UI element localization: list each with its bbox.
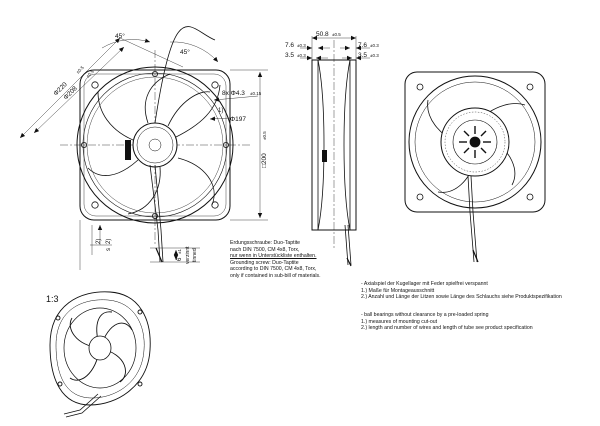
holes-tol: ±0.15 xyxy=(250,91,262,96)
notes-english: - ball bearings without clearance by a p… xyxy=(361,312,533,332)
note-line: 1.) Maße für Montageausschnitt xyxy=(361,287,435,294)
bolt-circle: Φ197 xyxy=(230,116,246,123)
dim-inner-tol: ±0.5 xyxy=(85,69,95,79)
flange-top-a: 7.6 xyxy=(285,42,294,49)
flange-bot-b-tol: ±0.3 xyxy=(370,53,379,58)
note-line: - Axialspiel der Kugellager mit Feder sp… xyxy=(361,281,488,287)
note-line: - ball bearings without clearance by a p… xyxy=(361,312,489,318)
side-dimensions xyxy=(300,35,370,61)
grounding-line: nur wenn in Unterstückliste enthalten. xyxy=(230,253,317,260)
s-letter: s xyxy=(106,248,112,251)
grounding-line: Grounding screw: Duo-Taptite xyxy=(230,259,299,266)
grounding-line: according to DIN 7500, CM 4x8, Torx, xyxy=(230,266,317,273)
notes-german: - Axialspiel der Kugellager mit Feder sp… xyxy=(361,281,562,301)
flange-bot-a-tol: ±0.3 xyxy=(297,53,306,58)
flange-top-b-tol: ±0.3 xyxy=(370,43,379,48)
note-line: 2.) length and number of wires and lengt… xyxy=(361,325,533,332)
grounding-note: Erdungsschraube: Duo-Taptite nach DIN 75… xyxy=(230,240,321,280)
wire-length: 6 xyxy=(177,257,183,261)
square-tol: ±0.5 xyxy=(262,131,267,140)
note-line: 1.) measures of mounting cut-out xyxy=(361,318,438,325)
ref-1: 1) xyxy=(218,108,223,114)
isometric-view xyxy=(49,291,151,418)
rear-view xyxy=(404,71,546,263)
flange-top-b: 7.6 xyxy=(358,42,367,49)
depth-tol: ±0.5 xyxy=(332,32,341,37)
note-line: 2.) Anzahl und Länge der Litzen sowie Lä… xyxy=(361,294,562,301)
scale-label: 1:3 xyxy=(46,294,59,304)
wire-en: tinned xyxy=(192,248,198,262)
square-dim: □200 xyxy=(261,153,268,168)
angle-right: 45° xyxy=(180,48,190,56)
wire-de: verzinnt xyxy=(185,246,191,264)
side-dimension-labels: 50.8 ±0.5 7.6 ±0.3 7.6 ±0.3 3.5 ±0.3 3.5… xyxy=(285,31,379,59)
side-view xyxy=(311,40,357,267)
holes-label: 8x Φ4.3 xyxy=(222,90,245,97)
grounding-line: only if contained in sub-bill of materia… xyxy=(230,272,321,279)
wire-length-tol: ±1 xyxy=(177,249,182,254)
flange-bot-b: 3.5 xyxy=(358,52,367,59)
front-view xyxy=(60,26,250,263)
depth: 50.8 xyxy=(316,31,329,38)
grounding-line: Erdungsschraube: Duo-Taptite xyxy=(230,240,301,246)
angle-top: 45° xyxy=(115,32,125,40)
ref-2-left: 2) xyxy=(96,239,102,244)
flange-bot-a: 3.5 xyxy=(285,52,294,59)
s-label: 2) xyxy=(106,239,112,244)
flange-top-a-tol: ±0.3 xyxy=(297,43,306,48)
dim-outer-tol: ±0.5 xyxy=(75,65,85,75)
grounding-line: nach DIN 7500, CM 4x8, Torx, xyxy=(230,246,300,253)
